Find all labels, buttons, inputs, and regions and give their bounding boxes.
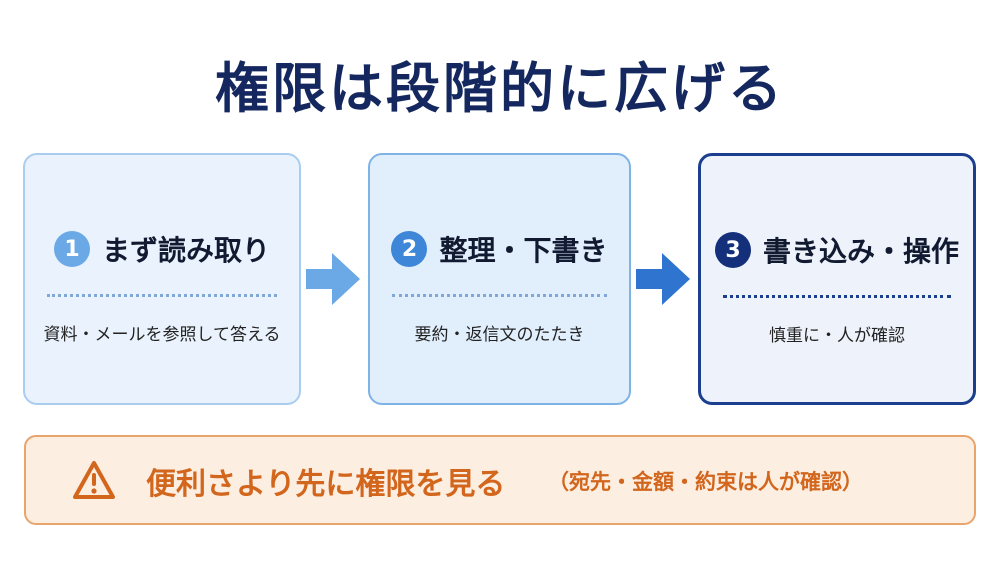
step-card-3: 3 書き込み・操作 慎重に・人が確認 [698, 153, 976, 405]
warning-note: （宛先・金額・約束は人が確認） [548, 470, 863, 494]
dotted-divider [392, 294, 607, 297]
step-title-2: 整理・下書き [439, 234, 608, 267]
step-number-badge-3: 3 [714, 232, 751, 268]
page-title: 権限は段階的に広げる [215, 57, 785, 120]
step-card-2: 2 整理・下書き 要約・返信文のたたき [368, 153, 631, 405]
step-description-3: 慎重に・人が確認 [769, 326, 905, 346]
step-card-2-header: 2 整理・下書き [370, 229, 629, 269]
step-title-3: 書き込み・操作 [762, 235, 959, 268]
step-card-1: 1 まず読み取り 資料・メールを参照して答える [23, 153, 301, 405]
step-card-1-header: 1 まず読み取り [25, 229, 299, 269]
dotted-divider [47, 294, 277, 297]
step-number-badge-2: 2 [391, 231, 428, 267]
warning-triangle-icon [73, 461, 115, 499]
step-description-1: 資料・メールを参照して答える [43, 325, 281, 345]
warning-message: 便利さより先に権限を見る [146, 467, 506, 502]
right-arrow-icon [306, 253, 360, 305]
step-number-badge-1: 1 [53, 231, 90, 267]
dotted-divider [723, 295, 951, 298]
step-card-3-header: 3 書き込み・操作 [701, 230, 973, 270]
step-description-2: 要約・返信文のたたき [414, 325, 585, 345]
right-arrow-icon [636, 253, 690, 305]
step-title-1: まず読み取り [101, 234, 270, 267]
warning-banner: 便利さより先に権限を見る （宛先・金額・約束は人が確認） [24, 435, 976, 525]
